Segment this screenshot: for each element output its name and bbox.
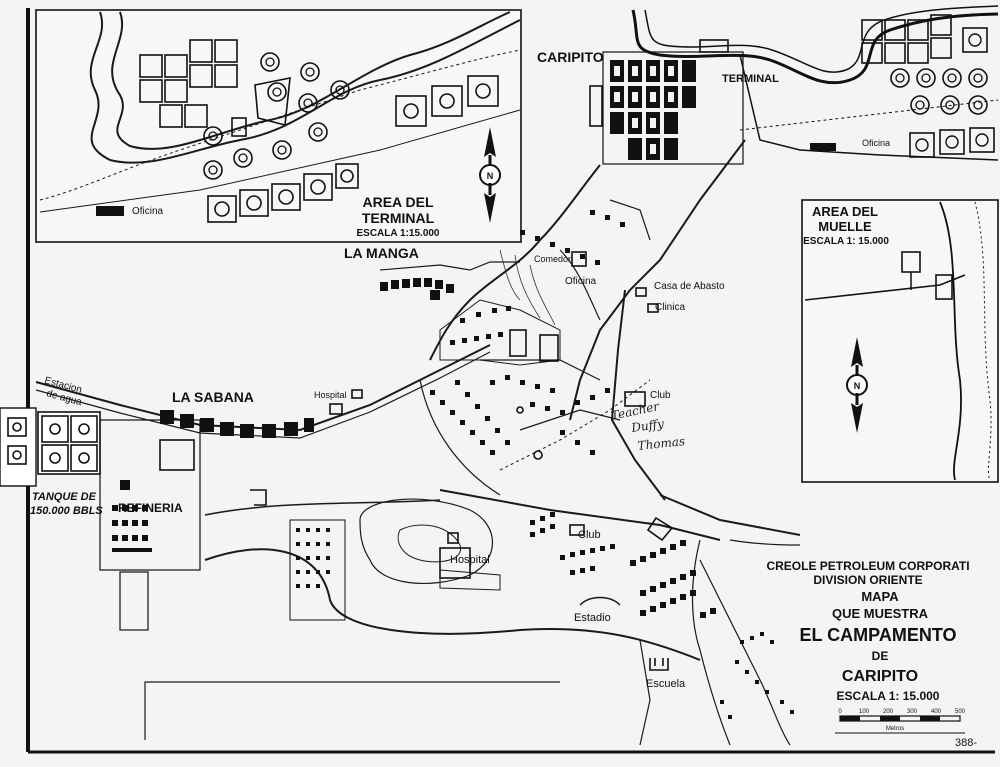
title-division: DIVISION ORIENTE — [813, 573, 922, 587]
terminal-inset-office-label: Oficina — [132, 206, 164, 217]
title-de: DE — [872, 649, 889, 663]
casa-abasto-label: Casa de Abasto — [654, 281, 725, 292]
scale-tick-100: 100 — [859, 709, 870, 715]
road-network — [35, 139, 801, 746]
terminal-inset-title-2: TERMINAL — [362, 210, 435, 226]
estadio-label: Estadio — [574, 612, 611, 624]
la-sabana-label: LA SABANA — [172, 389, 254, 405]
hospital-south-label: Hospital — [450, 554, 490, 566]
muelle-inset-title-1: AREA DEL — [812, 204, 878, 219]
muelle-inset-title-2: MUELLE — [818, 219, 872, 234]
hospital-north-label: Hospital — [314, 390, 347, 400]
handwriting-thomas: Thomas — [637, 434, 686, 453]
refineria: REFINERIA TANQUE DE 150.000 BBLS — [0, 407, 267, 631]
south-camp: Hospital Club Estadio Escuela — [289, 498, 794, 719]
refineria-label: REFINERIA — [118, 501, 183, 515]
muelle-inset-scale: ESCALA 1: 15.000 — [803, 236, 889, 247]
oficina-label: Oficina — [565, 276, 597, 287]
club-south-label: Club — [578, 529, 601, 541]
north-label: N — [487, 171, 494, 181]
la-manga: LA MANGA — [344, 245, 520, 300]
title-que-muestra: QUE MUESTRA — [832, 606, 929, 621]
scale-tick-200: 200 — [883, 709, 894, 715]
escuela-label: Escuela — [646, 678, 686, 690]
scale-tick-0: 0 — [838, 709, 842, 715]
handwriting-duffy: Duffy — [629, 417, 664, 436]
inset-terminal: N Oficina AREA DEL TERMINAL ESCALA 1:15.… — [35, 9, 522, 243]
la-manga-label: LA MANGA — [344, 245, 419, 261]
terminal-inset-scale: ESCALA 1:15.000 — [357, 228, 440, 239]
caripito-town: CARIPITO — [537, 49, 744, 165]
title-campamento: EL CAMPAMENTO — [799, 625, 956, 645]
title-caripito: CARIPITO — [842, 668, 918, 685]
title-block: CREOLE PETROLEUM CORPORATI DIVISION ORIE… — [766, 559, 969, 703]
title-mapa: MAPA — [861, 589, 899, 604]
scale-unit: Metros — [886, 726, 904, 732]
scale-tick-300: 300 — [907, 709, 918, 715]
clinica-label: Clinica — [655, 302, 685, 313]
scale-tick-400: 400 — [931, 709, 942, 715]
inset-muelle: N AREA DEL MUELLE ESCALA 1: 15.000 — [801, 199, 999, 483]
north-label-muelle: N — [854, 381, 861, 391]
tanque-label-1: TANQUE DE — [32, 491, 97, 503]
title-company: CREOLE PETROLEUM CORPORATI — [766, 559, 969, 573]
scale-bar: 0 100 200 300 400 500 Metros — [835, 709, 966, 734]
handwritten-notes: Teacher Duffy Thomas — [499, 249, 686, 453]
sheet-number: 388- — [955, 737, 977, 749]
caripito-label: CARIPITO — [537, 49, 604, 65]
terminal-area: TERMINAL Oficina — [631, 5, 999, 161]
title-escala: ESCALA 1: 15.000 — [837, 689, 940, 703]
terminal-label: TERMINAL — [722, 73, 779, 85]
north-camp: Comedor Oficina Casa de Abasto Clinica H… — [314, 210, 725, 460]
tanque-label-2: 150.000 BBLS — [30, 505, 103, 517]
terminal-office-label: Oficina — [862, 138, 890, 148]
terminal-inset-title-1: AREA DEL — [362, 194, 433, 210]
comedor-label: Comedor — [534, 254, 571, 264]
club-north-label: Club — [650, 390, 671, 401]
scale-tick-500: 500 — [955, 709, 966, 715]
